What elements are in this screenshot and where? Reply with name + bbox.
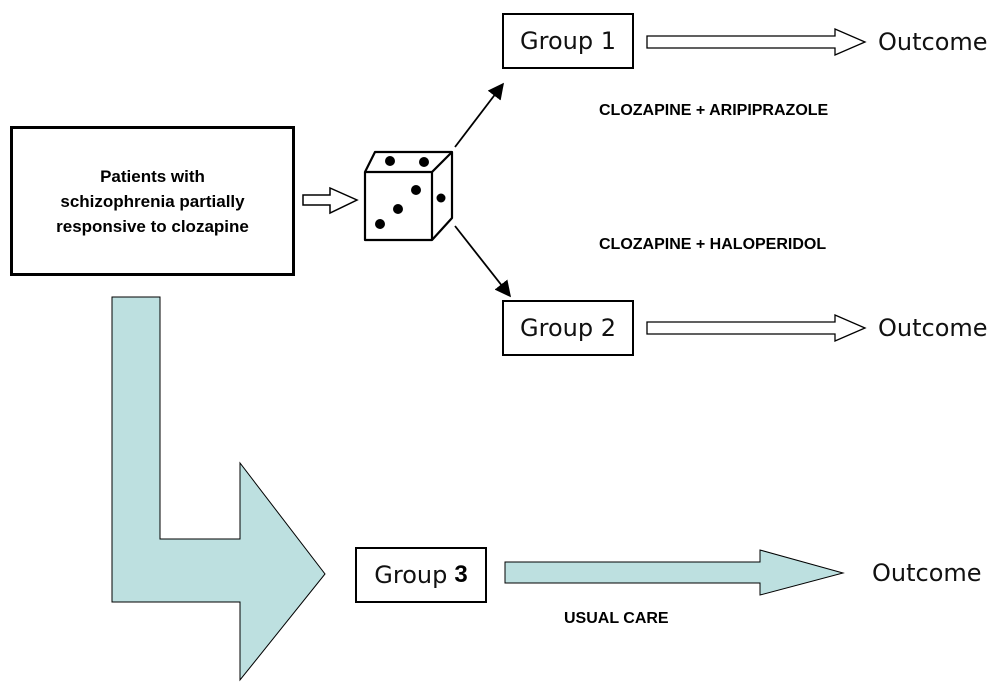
group-1-arm-label: CLOZAPINE + ARIPIPRAZOLE bbox=[599, 102, 829, 119]
group-2-arm-label: CLOZAPINE + HALOPERIDOL bbox=[599, 236, 827, 253]
arrow-to-group-2 bbox=[454, 225, 512, 298]
usual-care-path-arrow bbox=[111, 296, 326, 682]
patients-line-1: Patients with bbox=[100, 166, 205, 186]
group-1-outcome-arrow bbox=[646, 28, 867, 56]
group-2-outcome: Outcome bbox=[878, 314, 988, 342]
patients-box: Patients with schizophrenia partially re… bbox=[10, 126, 295, 276]
group-1-outcome: Outcome bbox=[878, 28, 988, 56]
group-2-box: Group 2 bbox=[502, 300, 634, 356]
patients-line-2: schizophrenia partially bbox=[60, 191, 245, 211]
group-3-label: Group bbox=[374, 561, 448, 589]
group-2-outcome-arrow bbox=[646, 314, 867, 342]
group-1-box: Group 1 bbox=[502, 13, 634, 69]
dice-icon bbox=[363, 150, 454, 242]
arrow-to-group-1 bbox=[454, 82, 504, 148]
group-1-label: Group 1 bbox=[520, 27, 616, 55]
patients-line-3: responsive to clozapine bbox=[56, 216, 249, 236]
group-3-outcome-arrow bbox=[504, 549, 845, 596]
group-3-outcome: Outcome bbox=[872, 559, 982, 587]
group-3-arm-label: USUAL CARE bbox=[564, 610, 669, 627]
group-3-number: 3 bbox=[454, 561, 468, 588]
to-randomization-arrow bbox=[302, 186, 359, 215]
group-2-label: Group 2 bbox=[520, 314, 616, 342]
